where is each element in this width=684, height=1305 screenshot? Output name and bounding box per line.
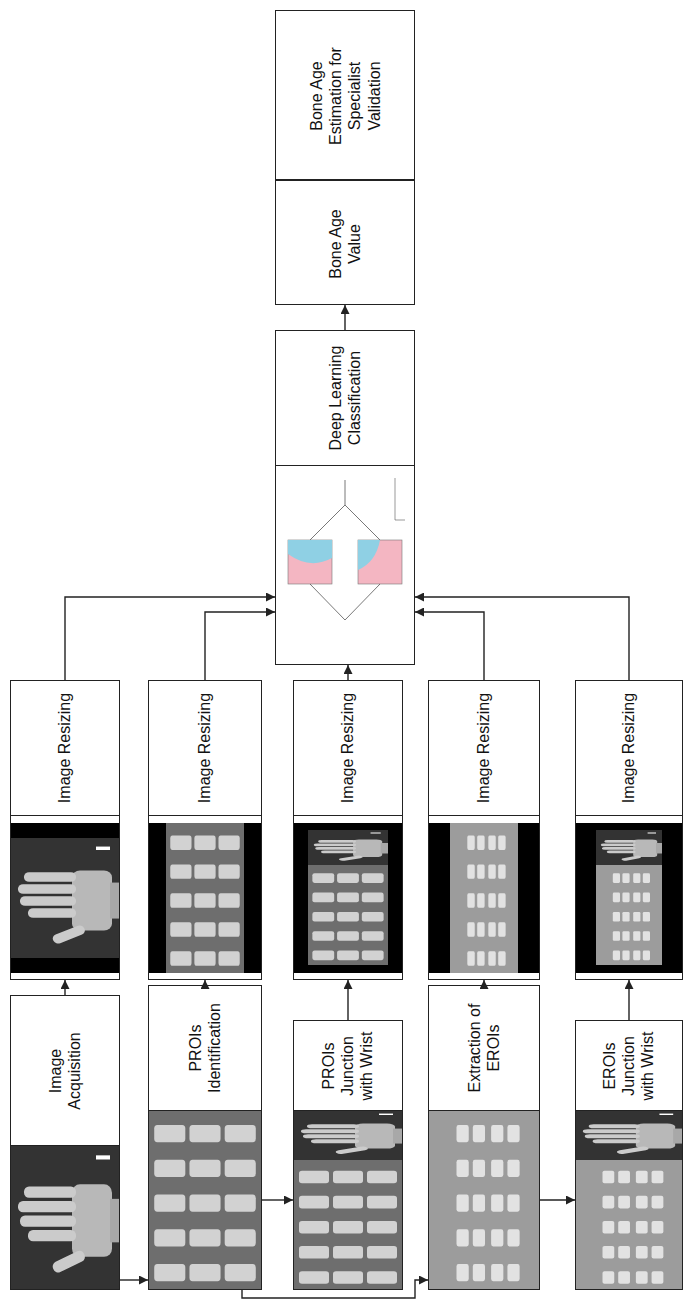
wrist-xray	[575, 1110, 683, 1160]
rotated-label: Image Resizing	[195, 689, 214, 808]
flow-arrow	[65, 597, 275, 680]
box-label: PROIs Identification	[186, 994, 224, 1103]
epiphysis-rois	[575, 1160, 683, 1290]
process-box: Extraction of EROIs	[428, 985, 540, 1290]
xray-shape	[288, 540, 332, 584]
text-area: EROIs Junction with Wrist	[576, 1021, 682, 1111]
network-sketch	[288, 478, 405, 620]
xray-shape	[358, 540, 402, 584]
flow-arrow	[205, 612, 275, 680]
rotated-label: PROIs Junction with Wrist	[319, 1029, 377, 1103]
xray-shape	[345, 480, 346, 505]
xray-shape	[395, 520, 405, 521]
rotated-label: EROIs Junction with Wrist	[600, 1029, 658, 1103]
rotated-label: Bone Age Value	[326, 189, 364, 298]
flow-arrow	[347, 980, 348, 1020]
process-box: EROIs Junction with Wrist	[575, 1020, 683, 1290]
flow-arrow	[64, 980, 65, 995]
wrist-xray	[308, 830, 388, 865]
xray-shape	[288, 540, 332, 563]
process-box: Image Resizing	[293, 680, 403, 980]
xray-shape	[395, 478, 396, 520]
flow-arrow	[242, 1280, 428, 1298]
flow-arrow	[628, 980, 629, 1020]
text-area: Deep Learning Classification	[276, 331, 414, 466]
text-area: Image Resizing	[294, 681, 402, 816]
process-box: Image Acquisition	[10, 995, 120, 1290]
box-label: Extraction of EROIs	[465, 994, 503, 1103]
text-area: Image Resizing	[149, 681, 261, 816]
epiphysis-rois	[596, 865, 662, 965]
rotated-label: PROIs Identification	[186, 994, 224, 1103]
process-box: Bone Age Estimation for Specialist Valid…	[275, 10, 415, 180]
rotated-label: Image Resizing	[338, 689, 357, 808]
process-box: Deep Learning Classification	[275, 330, 415, 665]
box-label: Image Resizing	[195, 689, 214, 808]
resize-background	[428, 823, 540, 973]
flow-arrow	[415, 612, 484, 680]
finger-rois	[308, 865, 388, 965]
box-label: Image Resizing	[55, 689, 74, 808]
epiphysis-rois	[428, 1110, 540, 1290]
xray-shape	[345, 584, 380, 620]
process-box: Image Resizing	[575, 680, 683, 980]
process-box: Image Resizing	[10, 680, 120, 980]
rotated-label: Image Acquisition	[46, 1011, 84, 1131]
wrist-xray	[293, 1110, 403, 1160]
finger-rois	[148, 1110, 262, 1290]
resize-background	[10, 823, 120, 973]
flow-arrow	[344, 305, 345, 330]
box-label: Image Resizing	[619, 689, 638, 808]
finger-rois	[166, 823, 244, 973]
box-label: Bone Age Estimation for Specialist Valid…	[307, 36, 384, 156]
flow-arrow	[262, 1199, 293, 1200]
rotated-label: Deep Learning Classification	[326, 339, 364, 458]
xray-shape	[345, 505, 380, 540]
box-label: Image Acquisition	[46, 1011, 84, 1131]
process-box: PROIs Junction with Wrist	[293, 1020, 403, 1290]
box-label: Image Resizing	[474, 689, 493, 808]
box-label: PROIs Junction with Wrist	[319, 1029, 377, 1103]
box-label: Image Resizing	[338, 689, 357, 808]
rotated-label: Image Resizing	[55, 689, 74, 808]
text-area: Image Resizing	[429, 681, 539, 816]
process-box: Image Resizing	[148, 680, 262, 980]
text-area: PROIs Junction with Wrist	[294, 1021, 402, 1111]
rotated-label: Image Resizing	[619, 689, 638, 808]
rotated-label: Extraction of EROIs	[465, 994, 503, 1103]
process-box: Image Resizing	[428, 680, 540, 980]
flow-arrow	[347, 665, 348, 680]
text-area: Extraction of EROIs	[429, 986, 539, 1111]
hand-xray	[10, 838, 120, 958]
process-box: PROIs Identification	[148, 985, 262, 1290]
resize-background	[148, 823, 262, 973]
text-area: PROIs Identification	[149, 986, 261, 1111]
flow-arrow	[415, 597, 629, 680]
text-area: Bone Age Value	[276, 181, 414, 306]
rotated-label: Bone Age Estimation for Specialist Valid…	[307, 36, 384, 156]
box-label: Deep Learning Classification	[326, 339, 364, 458]
text-area: Image Resizing	[11, 681, 119, 816]
hand-xray	[10, 1145, 120, 1290]
xray-shape	[310, 505, 345, 540]
box-label: Bone Age Value	[326, 189, 364, 298]
flow-arrow	[120, 1279, 148, 1280]
xray-shape	[310, 584, 345, 620]
flow-arrow	[540, 1199, 575, 1200]
epiphysis-rois	[450, 823, 518, 973]
rotated-label: Image Resizing	[474, 689, 493, 808]
xray-shape	[358, 540, 380, 570]
text-area: Image Resizing	[576, 681, 682, 816]
text-area: Bone Age Estimation for Specialist Valid…	[276, 11, 414, 181]
process-box: Bone Age Value	[275, 180, 415, 305]
box-label: EROIs Junction with Wrist	[600, 1029, 658, 1103]
resize-background	[293, 823, 403, 973]
wrist-xray	[596, 830, 662, 865]
finger-rois	[293, 1160, 403, 1290]
text-area: Image Acquisition	[11, 996, 119, 1146]
resize-background	[575, 823, 683, 973]
